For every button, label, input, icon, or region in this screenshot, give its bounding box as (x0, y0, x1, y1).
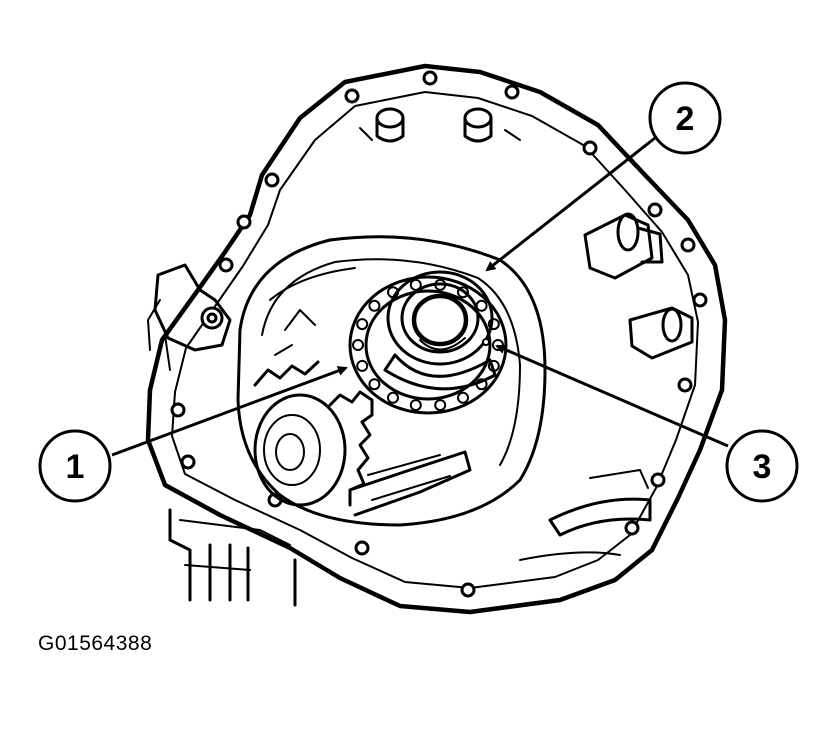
callout-2: 2 (648, 81, 722, 155)
callout-1: 1 (38, 429, 112, 503)
callout-3: 3 (725, 429, 799, 503)
bearing-roller (434, 399, 447, 412)
left-bracket (147, 263, 232, 371)
flange-bolt-holes (170, 70, 708, 598)
bearing-race (383, 270, 497, 391)
bearing-roller (409, 399, 422, 412)
figure-id-label: G01564388 (38, 632, 153, 655)
bearing-roller (352, 339, 364, 351)
callout-3-label: 3 (753, 448, 772, 486)
case-bore (236, 235, 547, 527)
callout-2-label: 2 (676, 100, 695, 138)
bearing-roller (457, 391, 469, 404)
case-bore-inner (261, 258, 521, 466)
right-side-pins (583, 212, 694, 360)
reference-dot (482, 338, 490, 346)
leader-arrow-1 (111, 366, 348, 457)
bearing-roller (356, 359, 369, 372)
leader-arrow-2 (485, 136, 656, 272)
housing-outer-outline (145, 63, 728, 615)
lower-housing-detail (168, 469, 652, 607)
bore-detail (274, 309, 316, 356)
bearing-roller (409, 278, 422, 291)
bearing-roller (368, 378, 381, 391)
housing-flange-outline (171, 91, 699, 589)
leader-arrow-3 (495, 344, 729, 448)
bore-ridge (269, 267, 356, 301)
bearing-roller (368, 299, 381, 312)
bearing-roller (356, 318, 369, 331)
gear-assembly (253, 360, 472, 517)
bearing-roller (387, 391, 399, 404)
top-dowel-pins (359, 107, 521, 143)
callout-1-label: 1 (66, 448, 85, 486)
